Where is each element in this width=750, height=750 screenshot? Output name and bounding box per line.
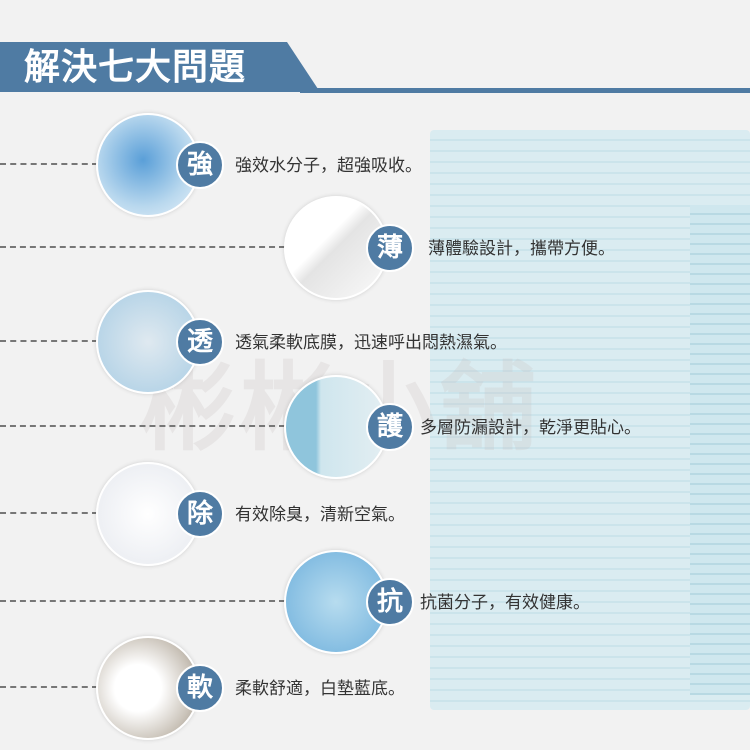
badge: 除 <box>176 490 224 538</box>
feature-row-thin: 薄 薄體驗設計，攜帶方便。 <box>0 196 750 300</box>
feature-row-protect: 護 多層防漏設計，乾淨更貼心。 <box>0 375 750 479</box>
feature-text: 有效除臭，清新空氣。 <box>235 505 405 525</box>
feature-row-absorb: 強 強效水分子，超強吸收。 <box>0 113 750 217</box>
banner-underline <box>300 88 750 93</box>
dotted-line <box>0 686 98 688</box>
feature-text: 柔軟舒適，白墊藍底。 <box>235 679 405 699</box>
title-banner <box>0 42 320 92</box>
badge: 軟 <box>176 664 224 712</box>
badge: 抗 <box>366 578 414 626</box>
feature-row-antibacterial: 抗 抗菌分子，有效健康。 <box>0 550 750 654</box>
page-title: 解決七大問題 <box>24 47 247 88</box>
dotted-line <box>0 600 285 602</box>
feature-text: 抗菌分子，有效健康。 <box>420 593 590 613</box>
dotted-line <box>0 163 98 165</box>
feature-text: 薄體驗設計，攜帶方便。 <box>428 239 615 259</box>
dotted-line <box>0 425 285 427</box>
feature-row-deodorize: 除 有效除臭，清新空氣。 <box>0 462 750 566</box>
feature-text: 多層防漏設計，乾淨更貼心。 <box>420 418 641 438</box>
badge: 透 <box>176 318 224 366</box>
dotted-line <box>0 246 285 248</box>
pad-stack-image-2 <box>690 205 750 695</box>
feature-text: 透氣柔軟底膜，迅速呼出悶熱濕氣。 <box>235 333 507 353</box>
dotted-line <box>0 340 98 342</box>
badge: 薄 <box>366 224 414 272</box>
feature-row-soft: 軟 柔軟舒適，白墊藍底。 <box>0 636 750 740</box>
feature-row-breathable: 透 透氣柔軟底膜，迅速呼出悶熱濕氣。 <box>0 290 750 394</box>
feature-text: 強效水分子，超強吸收。 <box>235 156 422 176</box>
badge: 強 <box>176 141 224 189</box>
badge: 護 <box>366 403 414 451</box>
dotted-line <box>0 512 98 514</box>
